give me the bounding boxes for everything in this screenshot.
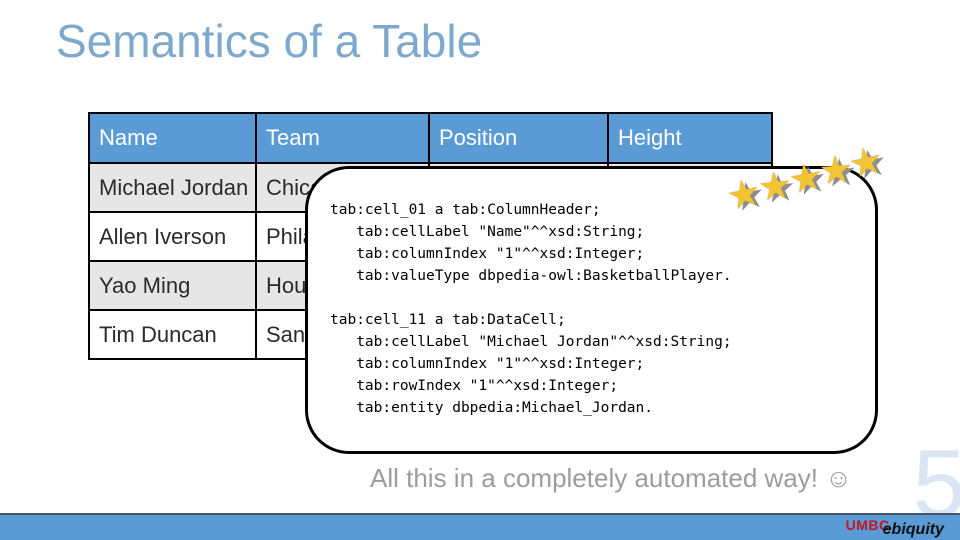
code-line: tab:columnIndex "1"^^xsd:Integer;	[330, 246, 645, 262]
footer-note: All this in a completely automated way! …	[370, 463, 852, 493]
star-icon: ★	[845, 138, 888, 188]
code-line: tab:rowIndex "1"^^xsd:Integer;	[330, 378, 619, 394]
code-line: tab:cellLabel "Michael Jordan"^^xsd:Stri…	[330, 334, 732, 350]
column-header-name: Name	[88, 112, 257, 164]
code-line: tab:cell_01 a tab:ColumnHeader;	[330, 202, 601, 218]
logo-ebiquity-text: ebiquity	[882, 521, 944, 538]
code-line: tab:columnIndex "1"^^xsd:Integer;	[330, 356, 645, 372]
column-header-team: Team	[255, 112, 430, 164]
code-line: tab:valueType dbpedia-owl:BasketballPlay…	[330, 268, 732, 284]
code-block-data-cell: tab:cell_11 a tab:DataCell; tab:cellLabe…	[330, 309, 875, 419]
table-header-row: Name Team Position Height	[88, 112, 773, 164]
code-line: tab:cell_11 a tab:DataCell;	[330, 312, 566, 328]
column-header-position: Position	[428, 112, 609, 164]
cell-name: Allen Iverson	[88, 211, 257, 262]
cell-name: Michael Jordan	[88, 162, 257, 213]
code-line: tab:entity dbpedia:Michael_Jordan.	[330, 400, 654, 416]
cell-name: Yao Ming	[88, 260, 257, 311]
code-line: tab:cellLabel "Name"^^xsd:String;	[330, 224, 645, 240]
rdf-code-callout: tab:cell_01 a tab:ColumnHeader; tab:cell…	[305, 166, 878, 454]
column-header-height: Height	[607, 112, 773, 164]
page-title: Semantics of a Table	[56, 15, 483, 67]
code-block-column-header: tab:cell_01 a tab:ColumnHeader; tab:cell…	[330, 199, 875, 287]
umbc-ebiquity-logo: UMBCebiquity	[845, 516, 944, 538]
cell-name: Tim Duncan	[88, 309, 257, 360]
logo-umbc-text: UMBC	[845, 517, 890, 533]
bottom-bar: UMBCebiquity	[0, 513, 960, 540]
